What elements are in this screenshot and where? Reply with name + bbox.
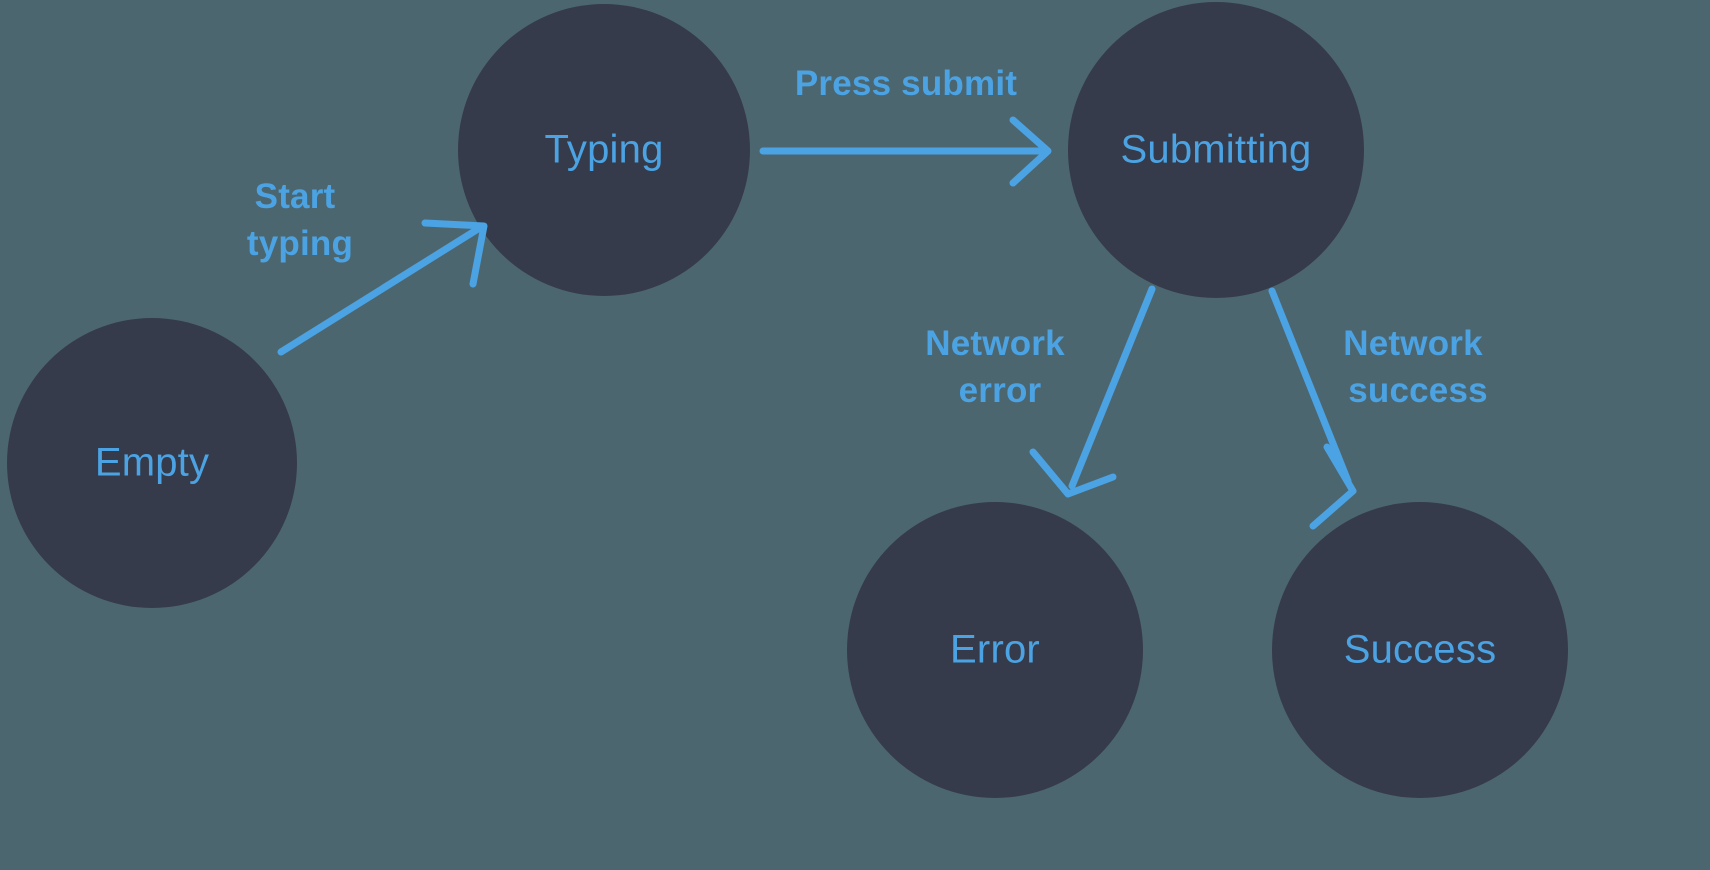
node-error-circle[interactable] [847, 502, 1143, 798]
node-submitting-circle[interactable] [1068, 2, 1364, 298]
node-typing-circle[interactable] [458, 4, 750, 296]
edge-label-network-success: Network success [1343, 324, 1492, 410]
node-submitting[interactable]: Submitting [1068, 2, 1364, 298]
node-empty[interactable]: Empty [7, 318, 297, 608]
node-typing-label: Typing [544, 128, 663, 172]
edge-label-start-typing: Start typing [247, 177, 353, 263]
node-submitting-label: Submitting [1121, 128, 1312, 172]
node-success[interactable]: Success [1272, 502, 1568, 798]
edge-label-network-error: Network error [925, 324, 1074, 410]
edge-submitting-to-error-arrow [1029, 285, 1156, 498]
node-empty-label: Empty [95, 441, 209, 485]
node-typing[interactable]: Typing [458, 4, 750, 296]
node-error[interactable]: Error [847, 502, 1143, 798]
node-success-circle[interactable] [1272, 502, 1568, 798]
node-empty-circle[interactable] [7, 318, 297, 608]
node-success-label: Success [1344, 628, 1497, 672]
edge-empty-to-typing-arrow [277, 219, 488, 356]
edge-label-press-submit: Press submit [795, 64, 1017, 103]
edge-typing-to-submitting-arrow [759, 116, 1052, 187]
edge-submitting-to-success-arrow [1268, 287, 1357, 530]
node-error-label: Error [950, 628, 1040, 672]
